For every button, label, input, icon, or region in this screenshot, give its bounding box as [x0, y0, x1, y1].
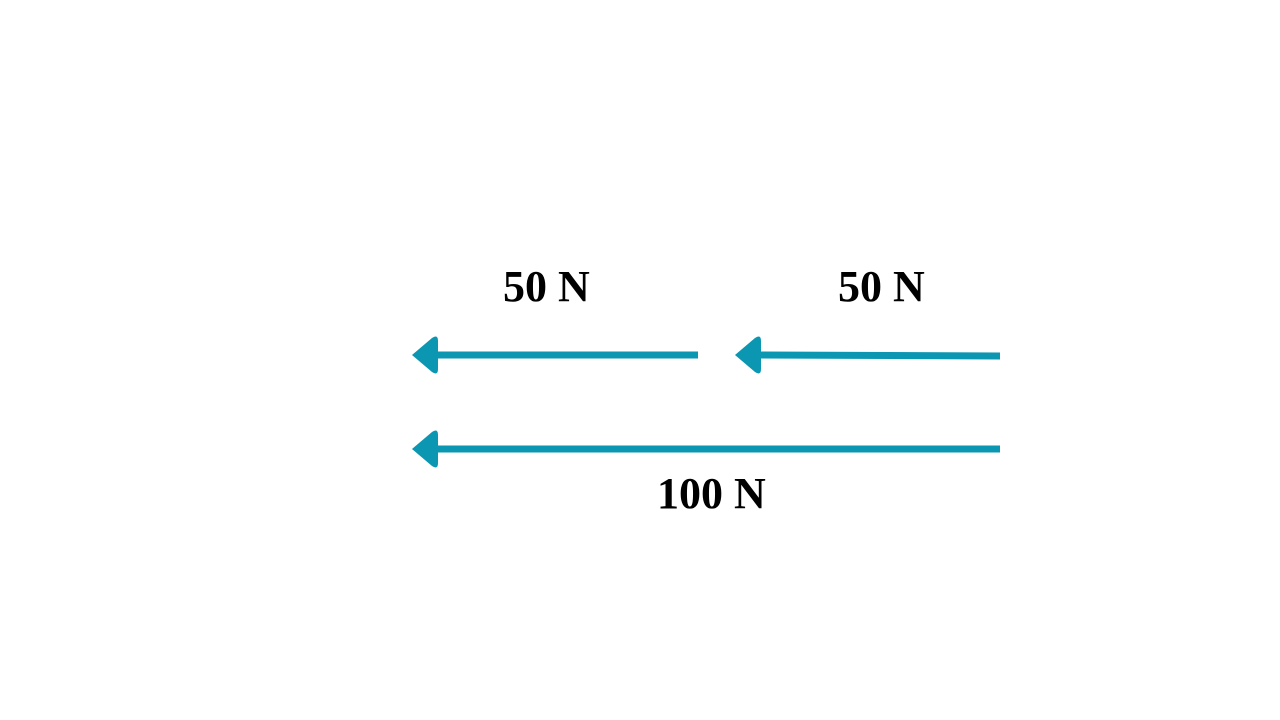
resultant-force-arrow	[412, 430, 1000, 468]
force-label-left: 50 N	[503, 262, 590, 311]
force-label-right: 50 N	[838, 262, 925, 311]
resultant-force-label: 100 N	[657, 469, 766, 518]
force-arrow-right	[735, 336, 1001, 374]
force-arrow-left	[412, 336, 698, 374]
